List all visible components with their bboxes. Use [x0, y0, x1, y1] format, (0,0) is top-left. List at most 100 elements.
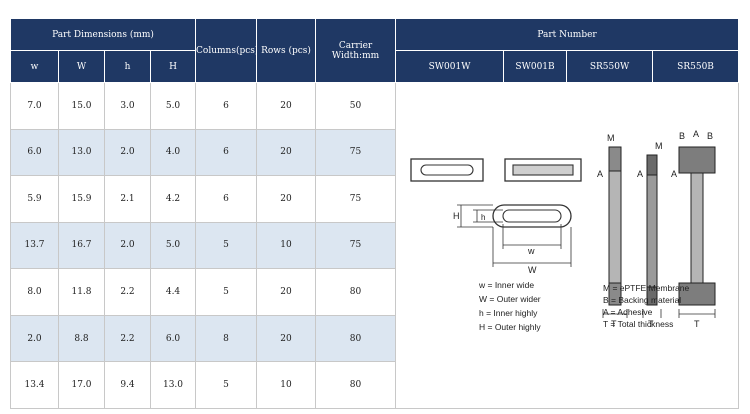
cell-h: 9.4	[104, 361, 151, 409]
carrier-width-header: Carrier Width:mm	[315, 18, 397, 83]
cell-W: 17.0	[58, 361, 105, 409]
cell-rows: 20	[256, 268, 317, 316]
cross-section-block	[678, 282, 716, 306]
cell-W: 16.7	[58, 221, 105, 270]
cross-section-block	[608, 146, 622, 172]
cell-h: 2.2	[104, 268, 151, 316]
cell-w: 2.0	[10, 314, 59, 363]
table-row: 6.0 13.0 2.0 4.0 6 20 75	[10, 128, 739, 177]
columns-header: Columns(pcs)	[195, 18, 258, 83]
cell-W: 11.8	[58, 268, 105, 316]
dim-h-header: h	[104, 50, 151, 83]
cross-section-stem	[690, 172, 704, 284]
cell-w: 13.7	[10, 221, 59, 270]
cell-rows: 10	[256, 361, 317, 409]
cell-rows: 20	[256, 175, 317, 223]
part-number-sr550b: SR550B	[652, 50, 740, 83]
label-M: M	[607, 133, 615, 143]
cell-w: 5.9	[10, 175, 59, 223]
gasket-hole	[420, 164, 474, 176]
cell-H: 5.0	[149, 221, 197, 270]
cross-section-block	[608, 282, 622, 306]
legend-adhesive: A = Adhesive	[603, 307, 653, 317]
label-H: H	[453, 211, 460, 221]
label-h: h	[481, 213, 485, 222]
table-row: 13.7 16.7 2.0 5.0 5 10 75	[10, 221, 739, 270]
cell-rows: 10	[256, 221, 317, 270]
cell-carrier: 80	[315, 268, 397, 316]
cell-H: 5.0	[149, 82, 197, 130]
dim-w-header: w	[10, 50, 59, 83]
cell-rows: 20	[256, 128, 317, 177]
cell-carrier: 50	[315, 82, 397, 130]
legend-membrane: M = ePTFE Membrane	[603, 283, 689, 293]
cell-columns: 5	[195, 221, 258, 270]
label-A: A	[597, 169, 603, 179]
label-M: M	[655, 141, 663, 151]
cell-w: 7.0	[10, 82, 59, 130]
cell-carrier: 75	[315, 175, 397, 223]
label-A: A	[693, 129, 699, 139]
cell-carrier: 80	[315, 314, 397, 363]
label-T: T	[648, 319, 654, 329]
label-B: B	[707, 131, 713, 141]
cell-w: 8.0	[10, 268, 59, 316]
cell-H: 13.0	[149, 361, 197, 409]
cell-W: 15.0	[58, 82, 105, 130]
rows-header: Rows (pcs)	[256, 18, 317, 83]
cell-H: 6.0	[149, 314, 197, 363]
cell-h: 2.0	[104, 221, 151, 270]
spec-table: Part Dimensions (mm) Columns(pcs) Rows (…	[9, 18, 740, 409]
cell-H: 4.2	[149, 175, 197, 223]
cell-columns: 5	[195, 361, 258, 409]
part-number-sw001b: SW001B	[503, 50, 568, 83]
legend-inner-highly: h = Inner highly	[479, 308, 538, 318]
cell-W: 8.8	[58, 314, 105, 363]
cell-columns: 5	[195, 268, 258, 316]
label-A: A	[637, 169, 643, 179]
dim-H-header: H	[149, 50, 197, 83]
legend-total-thickness: T = Total thickness	[603, 319, 673, 329]
cell-columns: 6	[195, 175, 258, 223]
table-row: 5.9 15.9 2.1 4.2 6 20 75	[10, 175, 739, 223]
dim-W-header: W	[58, 50, 105, 83]
table-row: 2.0 8.8 2.2 6.0 8 20 80	[10, 314, 739, 363]
label-W: W	[528, 265, 537, 275]
label-B: B	[679, 131, 685, 141]
cell-W: 15.9	[58, 175, 105, 223]
label-A: A	[671, 169, 677, 179]
cell-h: 3.0	[104, 82, 151, 130]
part-diagram: H h w W T	[410, 129, 716, 332]
cell-carrier: 80	[315, 361, 397, 409]
cell-rows: 20	[256, 314, 317, 363]
legend-outer-highly: H = Outer highly	[479, 322, 541, 332]
cell-columns: 8	[195, 314, 258, 363]
cross-section-stem	[608, 170, 622, 284]
cell-carrier: 75	[315, 221, 397, 270]
cell-w: 6.0	[10, 128, 59, 177]
table-row: 13.4 17.0 9.4 13.0 5 10 80	[10, 361, 739, 409]
cell-carrier: 75	[315, 128, 397, 177]
legend-inner-wide: w = Inner wide	[478, 280, 534, 290]
cell-H: 4.4	[149, 268, 197, 316]
part-number-sw001w: SW001W	[395, 50, 505, 83]
label-w: w	[527, 246, 535, 256]
cell-columns: 6	[195, 82, 258, 130]
table-row: 7.0 15.0 3.0 5.0 6 20 50	[10, 82, 740, 409]
diagram-cell: H h w W T	[395, 82, 740, 409]
cell-H: 4.0	[149, 128, 197, 177]
cell-h: 2.2	[104, 314, 151, 363]
label-T: T	[611, 319, 617, 329]
legend-backing: B = Backing material	[603, 295, 681, 305]
cell-h: 2.1	[104, 175, 151, 223]
label-T: T	[694, 319, 700, 329]
cell-h: 2.0	[104, 128, 151, 177]
cell-columns: 6	[195, 128, 258, 177]
cell-rows: 20	[256, 82, 317, 130]
part-number-sr550w: SR550W	[566, 50, 654, 83]
cell-w: 13.4	[10, 361, 59, 409]
table-row: 8.0 11.8 2.2 4.4 5 20 80	[10, 268, 739, 316]
part-dimensions-header: Part Dimensions (mm)	[9, 18, 197, 51]
legend-outer-wider: W = Outer wider	[479, 294, 541, 304]
part-number-header: Part Number	[395, 18, 740, 51]
